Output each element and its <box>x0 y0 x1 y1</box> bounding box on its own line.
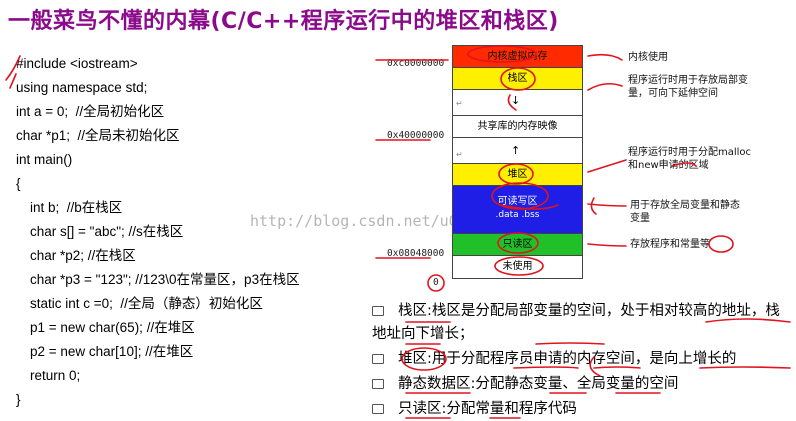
memory-block-shared-lib: 共享库的内存映像 <box>452 115 583 138</box>
code-line: { <box>16 176 21 191</box>
bullet-text: :分配常量和程序代码 <box>441 401 577 417</box>
bullet-icon <box>372 306 384 316</box>
code-line: using namespace std; <box>16 80 148 95</box>
bullet-item: 静态数据区:分配静态变量、全局变量的空间 <box>372 373 678 395</box>
note-read-write: 用于存放全局变量和静态变量 <box>630 200 740 224</box>
code-line: #include <iostream> <box>16 56 138 71</box>
memory-block-read-write: 可读写区 .data .bss <box>452 185 583 234</box>
bullet-icon <box>372 354 384 364</box>
code-line: int main() <box>16 152 73 167</box>
bullet-term: 静态数据区 <box>398 376 471 392</box>
bullet-term: 只读区 <box>398 401 442 417</box>
code-line: int b; //b在栈区 <box>30 200 123 215</box>
bullet-icon <box>372 379 384 389</box>
address-label: 0 <box>433 277 439 288</box>
memory-block-sublabel: .data .bss <box>495 210 540 220</box>
memory-block-label: 内核虚拟内存 <box>487 51 548 62</box>
arrow-up-icon: ↑ <box>511 144 521 157</box>
code-line: return 0; <box>30 368 81 383</box>
bullet-term: 堆区 <box>398 351 427 367</box>
code-line: char s[] = "abc"; //s在栈区 <box>30 224 184 239</box>
bullet-text: :分配静态变量、全局变量的空间 <box>470 376 679 392</box>
memory-block-label: 只读区 <box>502 239 533 250</box>
memory-block-label: 堆区 <box>507 169 528 180</box>
bullet-item: 堆区:用于分配程序员申请的内存空间，是向上增长的 <box>372 348 736 370</box>
bullet-term: 栈区 <box>398 303 427 319</box>
memory-block-label: 未使用 <box>502 261 533 272</box>
arrow-down-icon: ↓ <box>511 94 521 107</box>
code-line: p2 = new char[10]; //在堆区 <box>30 344 194 359</box>
bullet-text: :用于分配程序员申请的内存空间，是向上增长的 <box>427 351 737 367</box>
note-kernel: 内核使用 <box>628 52 668 63</box>
address-label: 0x40000000 <box>387 130 445 141</box>
memory-block-stack: 栈区 <box>452 67 583 90</box>
code-line: p1 = new char(65); //在堆区 <box>30 320 195 335</box>
memory-block-unused: 未使用 <box>452 255 583 279</box>
code-line: } <box>16 392 21 407</box>
return-symbol-icon: ↵ <box>456 99 463 108</box>
note-heap: 程序运行时用于分配malloc和new申请的区域 <box>628 147 752 171</box>
page-title: 一般菜鸟不懂的内幕(C/C++程序运行中的堆区和栈区) <box>8 9 559 34</box>
memory-block-gap-lower: ↑ ↵ <box>452 137 583 164</box>
memory-block-label: 栈区 <box>507 73 528 84</box>
bullet-item: 只读区:分配常量和程序代码 <box>372 398 577 420</box>
note-stack: 程序运行时用于存放局部变量，可向下延伸空间 <box>628 75 748 99</box>
memory-block-heap: 堆区 <box>452 163 583 186</box>
code-line: static int c =0; //全局（静态）初始化区 <box>30 296 263 311</box>
memory-block-label: 可读写区 <box>497 196 538 207</box>
note-read-only: 存放程序和常量等 <box>630 239 710 250</box>
code-listing: #include <iostream> using namespace std;… <box>16 52 386 412</box>
memory-block-gap-upper: ↓ ↵ <box>452 89 583 116</box>
return-symbol-icon: ↵ <box>456 150 463 159</box>
code-line: char *p1; //全局未初始化区 <box>16 128 180 143</box>
address-label: 0xc0000000 <box>387 58 445 69</box>
code-line: char *p3 = "123"; //123\0在常量区，p3在栈区 <box>30 272 300 287</box>
bullet-item: 栈区:栈区是分配局部变量的空间，处于相对较高的地址，栈地址向下增长； <box>372 300 792 346</box>
address-label: 0x08048000 <box>387 248 445 259</box>
memory-block-kernel: 内核虚拟内存 <box>452 45 583 68</box>
code-line: int a = 0; //全局初始化区 <box>16 104 165 119</box>
memory-block-label: 共享库的内存映像 <box>477 121 558 132</box>
code-line: char *p2; //在栈区 <box>30 248 136 263</box>
bullet-text: :栈区是分配局部变量的空间，处于相对较高的地址，栈地址向下增长； <box>372 303 780 342</box>
bullet-icon <box>372 404 384 414</box>
memory-block-read-only: 只读区 <box>452 233 583 256</box>
